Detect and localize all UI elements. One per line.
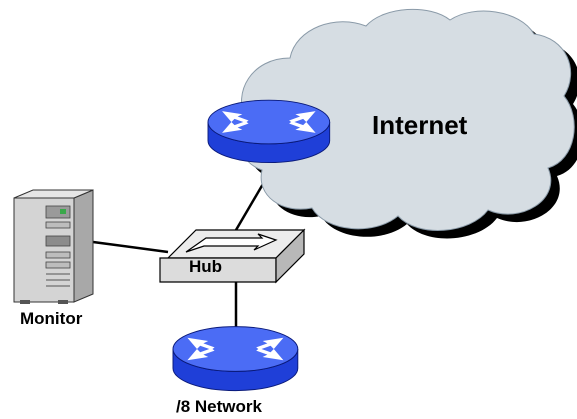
server-icon xyxy=(13,189,94,304)
router-icon xyxy=(207,99,331,164)
link-monitor-to-hub xyxy=(92,240,169,254)
hub-icon xyxy=(159,228,306,284)
monitor-label: Monitor xyxy=(20,309,83,328)
router-icon xyxy=(172,326,299,392)
cloud-label: Internet xyxy=(372,110,468,140)
hub-label: Hub xyxy=(189,257,223,276)
cloud-icon xyxy=(238,8,577,239)
network-label: /8 Network xyxy=(176,397,262,416)
